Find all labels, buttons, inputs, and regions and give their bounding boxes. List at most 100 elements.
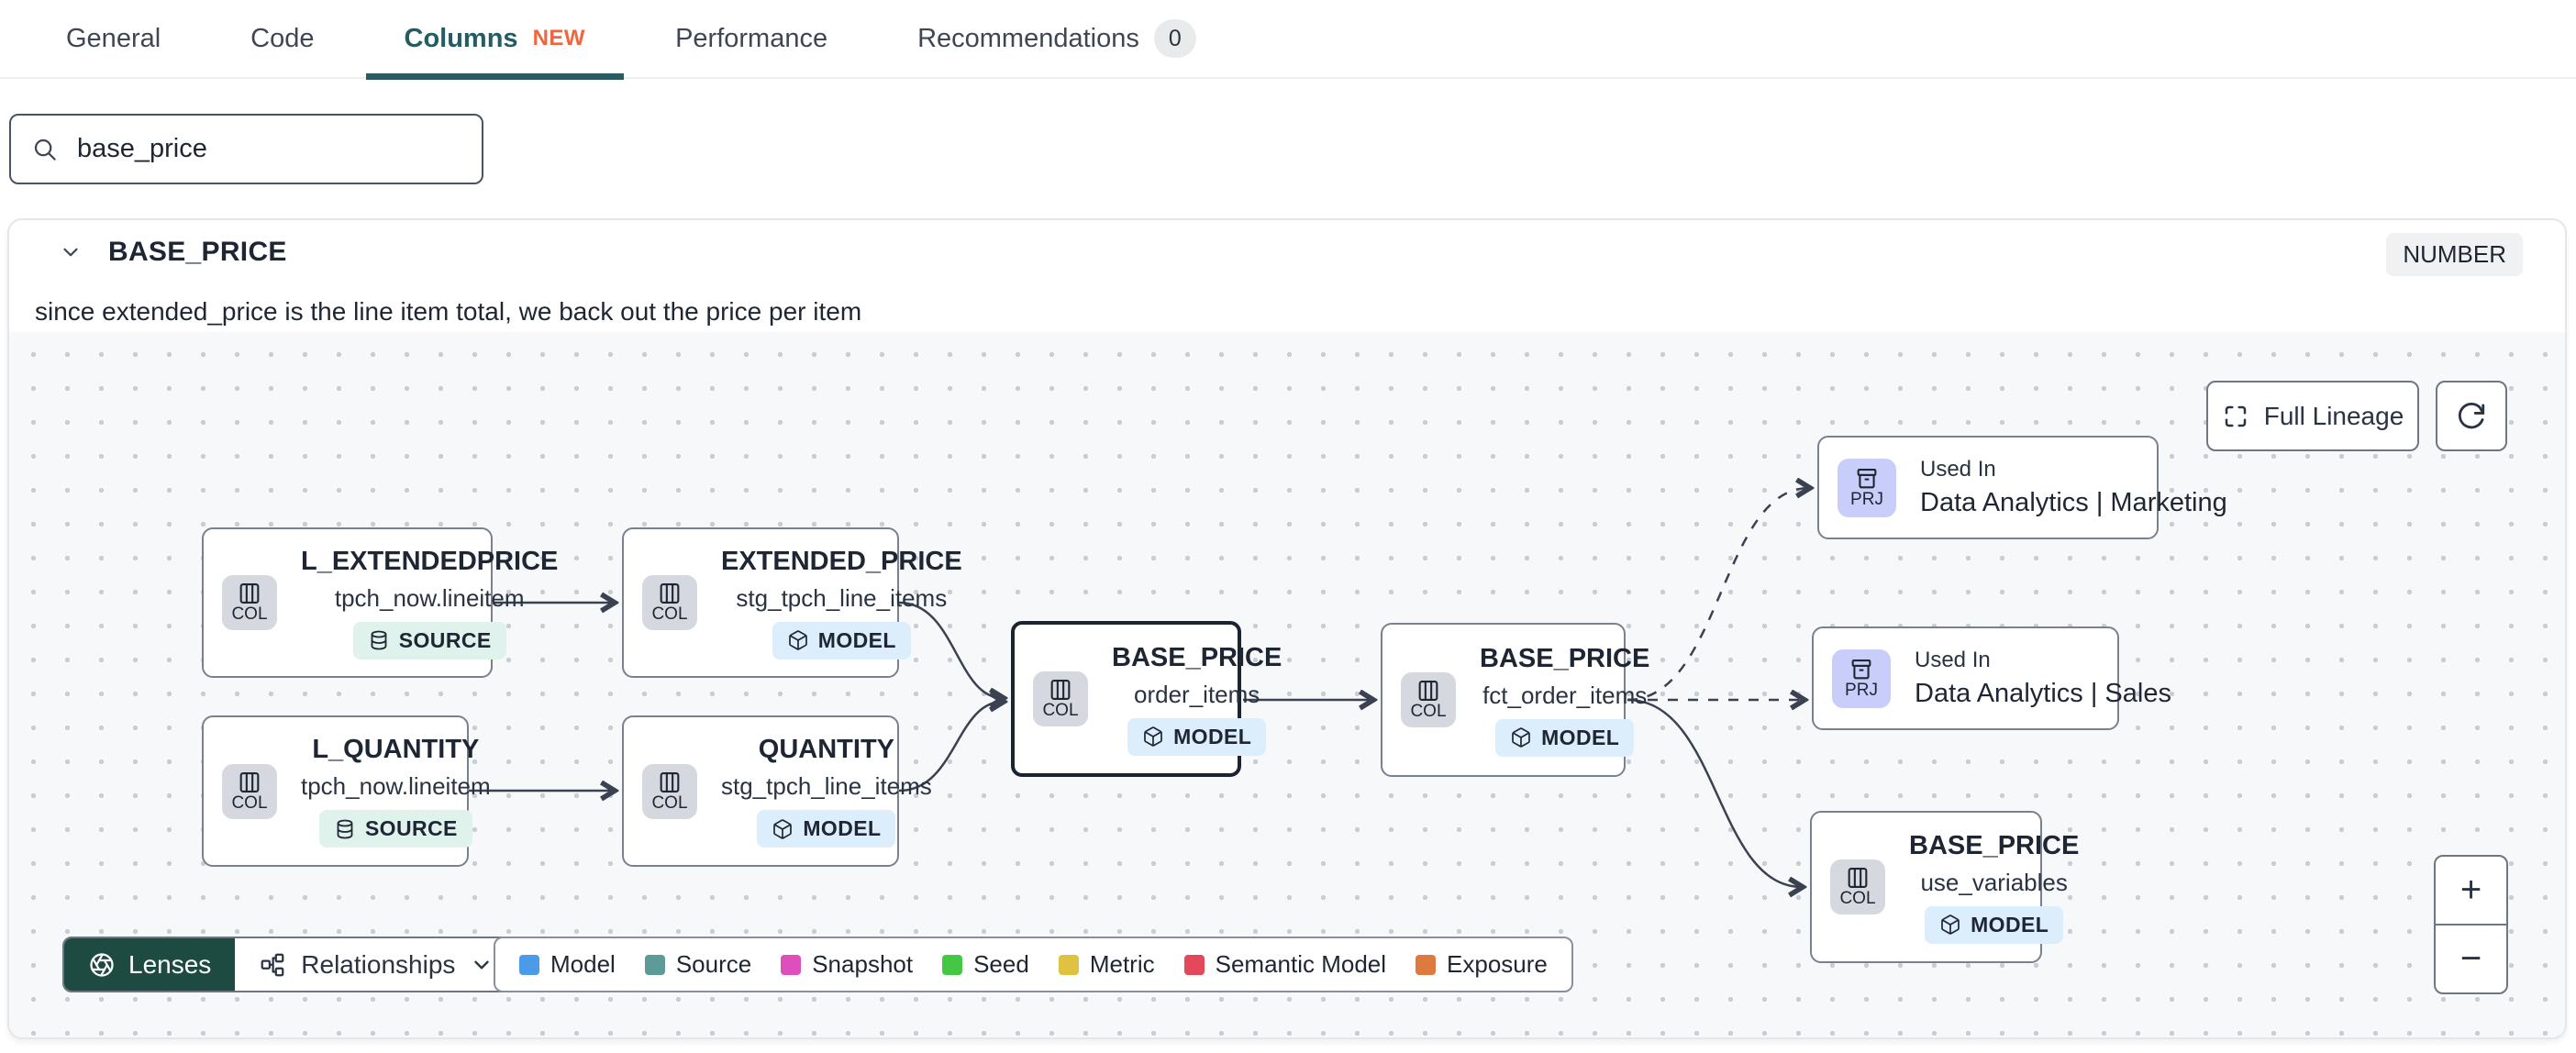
relationships-icon bbox=[259, 951, 286, 979]
tab-columns[interactable]: Columns NEW bbox=[365, 0, 624, 80]
column-card-header: BASE_PRICE NUMBER bbox=[9, 220, 2565, 284]
legend-label: Semantic Model bbox=[1215, 950, 1387, 978]
node-subtitle: stg_tpch_line_items bbox=[736, 583, 948, 612]
lenses-label: Lenses bbox=[128, 949, 212, 979]
legend-item-seed: Seed bbox=[942, 950, 1029, 979]
lineage-legend: Model Source Snapshot Seed Metric Semant… bbox=[494, 937, 1573, 992]
legend-item-source: Source bbox=[644, 950, 751, 979]
tab-bar: General Code Columns NEW Performance Rec… bbox=[0, 0, 2576, 80]
model-badge: MODEL bbox=[1925, 905, 2064, 944]
node-title: L_QUANTITY bbox=[312, 735, 480, 764]
tab-label: Columns bbox=[404, 23, 518, 53]
model-badge: MODEL bbox=[1127, 717, 1267, 756]
chip-label: COL bbox=[1410, 702, 1447, 721]
zoom-controls: + − bbox=[2434, 855, 2508, 994]
column-name: BASE_PRICE bbox=[108, 237, 287, 267]
search-input[interactable] bbox=[77, 134, 461, 164]
lenses-toolbar: Lenses Relationships bbox=[62, 937, 520, 992]
chip-label: COL bbox=[231, 793, 268, 813]
cube-icon bbox=[772, 818, 794, 840]
lineage-node-used-in-marketing[interactable]: PRJ Used In Data Analytics | Marketing bbox=[1817, 436, 2227, 539]
legend-item-model: Model bbox=[519, 950, 616, 979]
chevron-down-icon bbox=[470, 953, 494, 977]
refresh-button[interactable] bbox=[2436, 381, 2507, 451]
column-chip: COL bbox=[1033, 671, 1088, 726]
badge-label: MODEL bbox=[1541, 725, 1620, 749]
lineage-node-l-quantity[interactable]: COL L_QUANTITY tpch_now.lineitem SOURCE bbox=[202, 715, 491, 867]
model-badge: MODEL bbox=[772, 621, 911, 660]
chip-label: COL bbox=[1839, 889, 1876, 908]
tab-label: Code bbox=[250, 23, 315, 53]
aperture-icon bbox=[88, 951, 116, 979]
lineage-node-base-price-use-variables[interactable]: COL BASE_PRICE use_variables MODEL bbox=[1810, 811, 2079, 963]
badge-label: MODEL bbox=[803, 816, 882, 840]
lineage-node-quantity[interactable]: COL QUANTITY stg_tpch_line_items MODEL bbox=[622, 715, 932, 867]
legend-label: Model bbox=[550, 950, 616, 978]
chip-label: COL bbox=[651, 793, 688, 813]
node-title: L_EXTENDEDPRICE bbox=[301, 546, 559, 576]
legend-item-snapshot: Snapshot bbox=[781, 950, 913, 979]
columns-icon bbox=[1048, 677, 1073, 703]
lenses-button[interactable]: Lenses bbox=[64, 938, 236, 991]
node-title: BASE_PRICE bbox=[1112, 642, 1282, 672]
refresh-icon bbox=[2456, 401, 2487, 432]
legend-swatch bbox=[1416, 954, 1437, 975]
lineage-node-extended-price[interactable]: COL EXTENDED_PRICE stg_tpch_line_items M… bbox=[622, 527, 962, 678]
tab-label: Performance bbox=[675, 23, 828, 53]
lineage-canvas[interactable]: COL L_EXTENDEDPRICE tpch_now.lineitem SO… bbox=[9, 332, 2565, 1039]
expand-icon bbox=[2222, 403, 2249, 430]
legend-label: Metric bbox=[1089, 950, 1155, 978]
lineage-edges bbox=[469, 332, 2565, 1039]
full-lineage-button[interactable]: Full Lineage bbox=[2206, 381, 2419, 451]
tab-recommendations[interactable]: Recommendations 0 bbox=[917, 0, 1196, 78]
node-title: QUANTITY bbox=[758, 735, 895, 764]
project-chip: PRJ bbox=[1838, 458, 1896, 517]
column-chip: COL bbox=[222, 763, 277, 819]
cube-icon bbox=[1142, 726, 1164, 748]
columns-icon bbox=[1845, 865, 1871, 891]
badge-label: MODEL bbox=[1173, 724, 1252, 748]
chevron-down-icon[interactable] bbox=[59, 240, 83, 264]
tab-performance[interactable]: Performance bbox=[675, 0, 827, 78]
zoom-out-button[interactable]: − bbox=[2459, 938, 2482, 979]
badge-label: SOURCE bbox=[398, 627, 492, 652]
chip-label: PRJ bbox=[1845, 680, 1878, 700]
column-search bbox=[9, 114, 483, 184]
legend-item-metric: Metric bbox=[1058, 950, 1155, 979]
lineage-node-base-price-fct-order-items[interactable]: COL BASE_PRICE fct_order_items MODEL bbox=[1381, 623, 1649, 777]
search-icon bbox=[31, 136, 59, 163]
source-badge: SOURCE bbox=[318, 810, 472, 848]
badge-label: MODEL bbox=[817, 627, 896, 652]
legend-swatch bbox=[1183, 954, 1205, 975]
chip-label: COL bbox=[1042, 701, 1079, 720]
tab-general[interactable]: General bbox=[66, 0, 161, 78]
columns-icon bbox=[657, 581, 683, 606]
legend-label: Snapshot bbox=[812, 950, 914, 978]
relationships-dropdown[interactable]: Relationships bbox=[235, 938, 518, 991]
tab-code[interactable]: Code bbox=[250, 0, 314, 78]
column-chip: COL bbox=[1830, 859, 1885, 914]
zoom-in-button[interactable]: + bbox=[2436, 857, 2506, 926]
column-chip: COL bbox=[1401, 672, 1456, 727]
cube-icon bbox=[787, 629, 809, 651]
node-title: BASE_PRICE bbox=[1909, 830, 2080, 860]
node-title: BASE_PRICE bbox=[1480, 643, 1650, 673]
used-in-label: Used In bbox=[1915, 648, 1991, 672]
lineage-node-l-extendedprice[interactable]: COL L_EXTENDEDPRICE tpch_now.lineitem SO… bbox=[202, 527, 558, 678]
relationships-label: Relationships bbox=[301, 949, 456, 979]
columns-icon bbox=[237, 770, 262, 795]
model-badge: MODEL bbox=[757, 810, 896, 848]
column-card: BASE_PRICE NUMBER since extended_price i… bbox=[7, 218, 2567, 1039]
legend-label: Exposure bbox=[1447, 950, 1548, 978]
node-subtitle: order_items bbox=[1134, 680, 1260, 708]
lineage-node-base-price-order-items[interactable]: COL BASE_PRICE order_items MODEL bbox=[1011, 621, 1282, 777]
lineage-node-used-in-sales[interactable]: PRJ Used In Data Analytics | Sales bbox=[1812, 626, 2171, 730]
columns-icon bbox=[657, 770, 683, 795]
node-title: EXTENDED_PRICE bbox=[721, 546, 962, 576]
legend-swatch bbox=[781, 954, 802, 975]
columns-icon bbox=[237, 581, 262, 606]
node-subtitle: stg_tpch_line_items bbox=[721, 772, 932, 800]
legend-swatch bbox=[1058, 954, 1079, 975]
new-badge: NEW bbox=[532, 26, 586, 50]
database-icon bbox=[368, 629, 390, 651]
